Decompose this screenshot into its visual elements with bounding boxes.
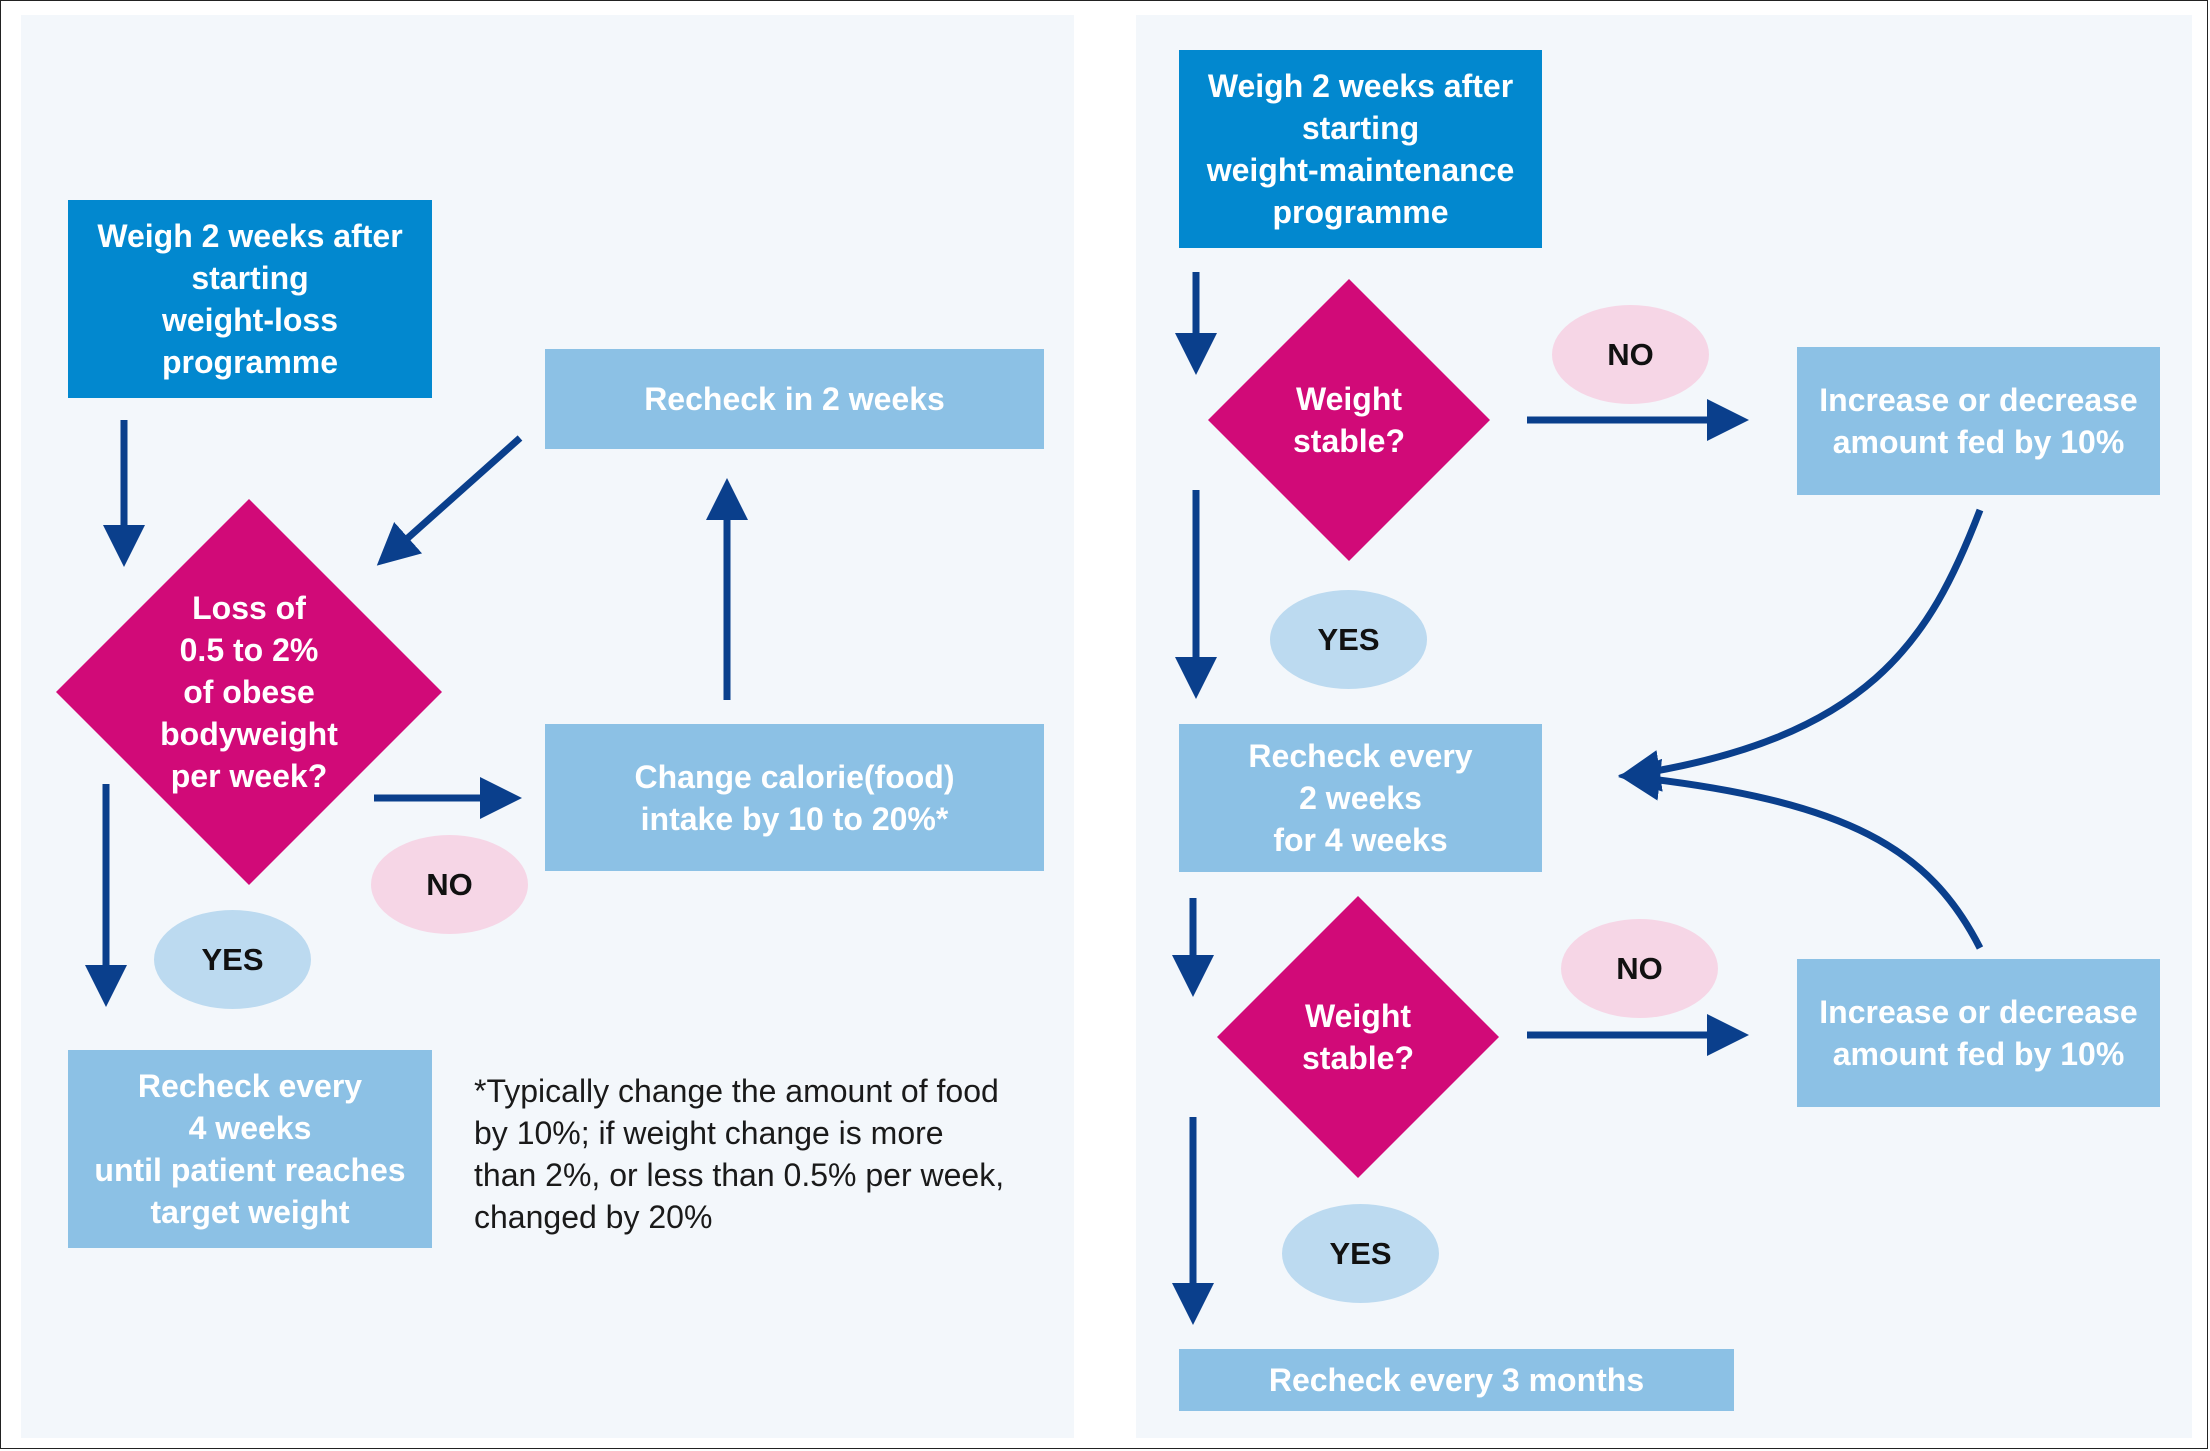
weight-stable-yes-label-1: YES: [1270, 590, 1427, 689]
weight-stable-diamond-2: Weight stable?: [1217, 896, 1499, 1178]
recheck-every-3-months-box: Recheck every 3 months: [1179, 1349, 1734, 1411]
weight-stable-text-1: Weight stable?: [1292, 381, 1406, 459]
footnote: *Typically change the amount of food by …: [474, 1073, 1005, 1235]
weight-loss-start-box: Weigh 2 weeks after starting weight-loss…: [68, 200, 432, 398]
recheck-2-weeks-box: Recheck in 2 weeks: [545, 349, 1044, 449]
adjust-amount-box-2: Increase or decrease amount fed by 10%: [1797, 959, 2160, 1107]
weight-stable-yes-label-2: YES: [1282, 1204, 1439, 1303]
weight-stable-text-2: Weight stable?: [1301, 998, 1415, 1076]
adjust-amount-box-1: Increase or decrease amount fed by 10%: [1797, 347, 2160, 495]
weight-loss-decision-text: Loss of 0.5 to 2% of obese bodyweight pe…: [160, 590, 338, 794]
weight-maintenance-start-box: Weigh 2 weeks after starting weight-main…: [1179, 50, 1542, 248]
weight-stable-no-label-1: NO: [1552, 305, 1709, 404]
weight-stable-no-label-2: NO: [1561, 919, 1718, 1018]
weight-loss-decision-diamond: Loss of 0.5 to 2% of obese bodyweight pe…: [56, 499, 442, 885]
change-calorie-box: Change calorie(food) intake by 10 to 20%…: [545, 724, 1044, 871]
recheck-4-weeks-box: Recheck every 4 weeks until patient reac…: [68, 1050, 432, 1248]
weight-loss-no-label: NO: [371, 835, 528, 934]
recheck-every-2-weeks-box: Recheck every 2 weeks for 4 weeks: [1179, 724, 1542, 872]
weight-stable-diamond-1: Weight stable?: [1208, 279, 1490, 561]
weight-loss-yes-label: YES: [154, 910, 311, 1009]
